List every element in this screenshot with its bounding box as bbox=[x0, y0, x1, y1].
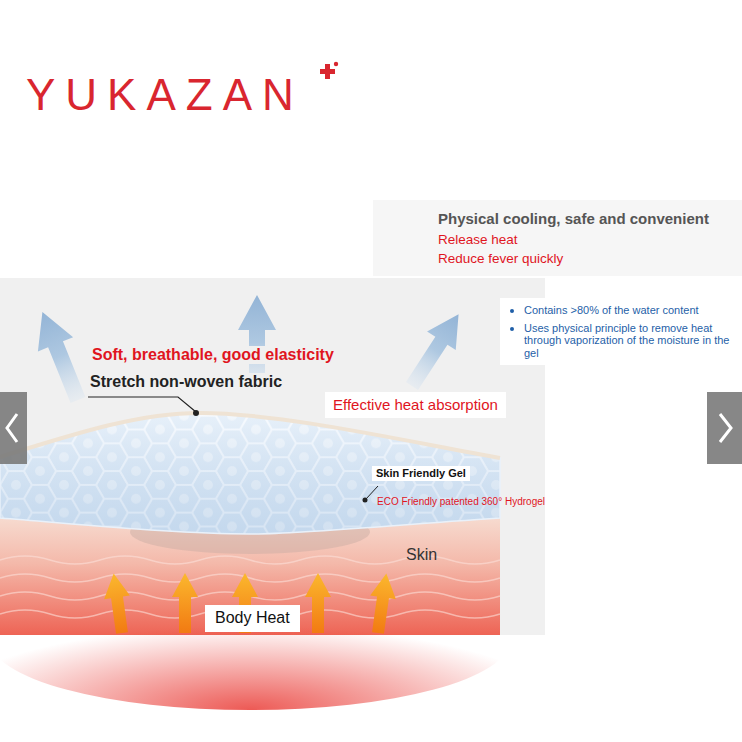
nav-arrows bbox=[0, 392, 742, 464]
callout-box: Skin Friendly Gel bbox=[372, 466, 470, 481]
bullet-box: Contains >80% of the water contentUses p… bbox=[500, 298, 742, 365]
box-text: Body Heat bbox=[215, 609, 290, 627]
illustration-ground bbox=[0, 278, 545, 635]
bullet-text: Contains >80% of the water content bbox=[508, 304, 738, 317]
fabric-layer bbox=[0, 413, 500, 458]
skin-layer bbox=[0, 505, 510, 710]
release-arrows bbox=[25, 295, 473, 407]
hydrogel-layer bbox=[0, 413, 500, 534]
logo-mark bbox=[320, 62, 338, 79]
callout-box: Body Heat bbox=[205, 605, 300, 632]
box-text: Reduce fever quickly bbox=[438, 251, 736, 267]
box-text: Physical cooling, safe and convenient bbox=[438, 210, 736, 227]
part-label: Skin bbox=[406, 546, 437, 564]
heat-arrows bbox=[101, 572, 399, 635]
box-text: Release heat bbox=[438, 232, 736, 248]
part-label: Stretch non-woven fabric bbox=[88, 373, 284, 391]
brand-logo: YUKAZAN bbox=[26, 70, 304, 121]
bullet-text: Uses physical principle to remove heat t… bbox=[508, 322, 738, 360]
info-panel: Physical cooling, safe and convenientRel… bbox=[373, 200, 742, 276]
box-text: Skin Friendly Gel bbox=[376, 467, 466, 480]
box-text: Effective heat absorption bbox=[333, 396, 498, 413]
part-label: ECO Friendly patented 360° Hydrogel bbox=[377, 496, 545, 508]
feature-label: Soft, breathable, good elasticity bbox=[90, 346, 336, 364]
panel-ground bbox=[373, 200, 742, 276]
callout-box: Effective heat absorption bbox=[325, 392, 506, 418]
